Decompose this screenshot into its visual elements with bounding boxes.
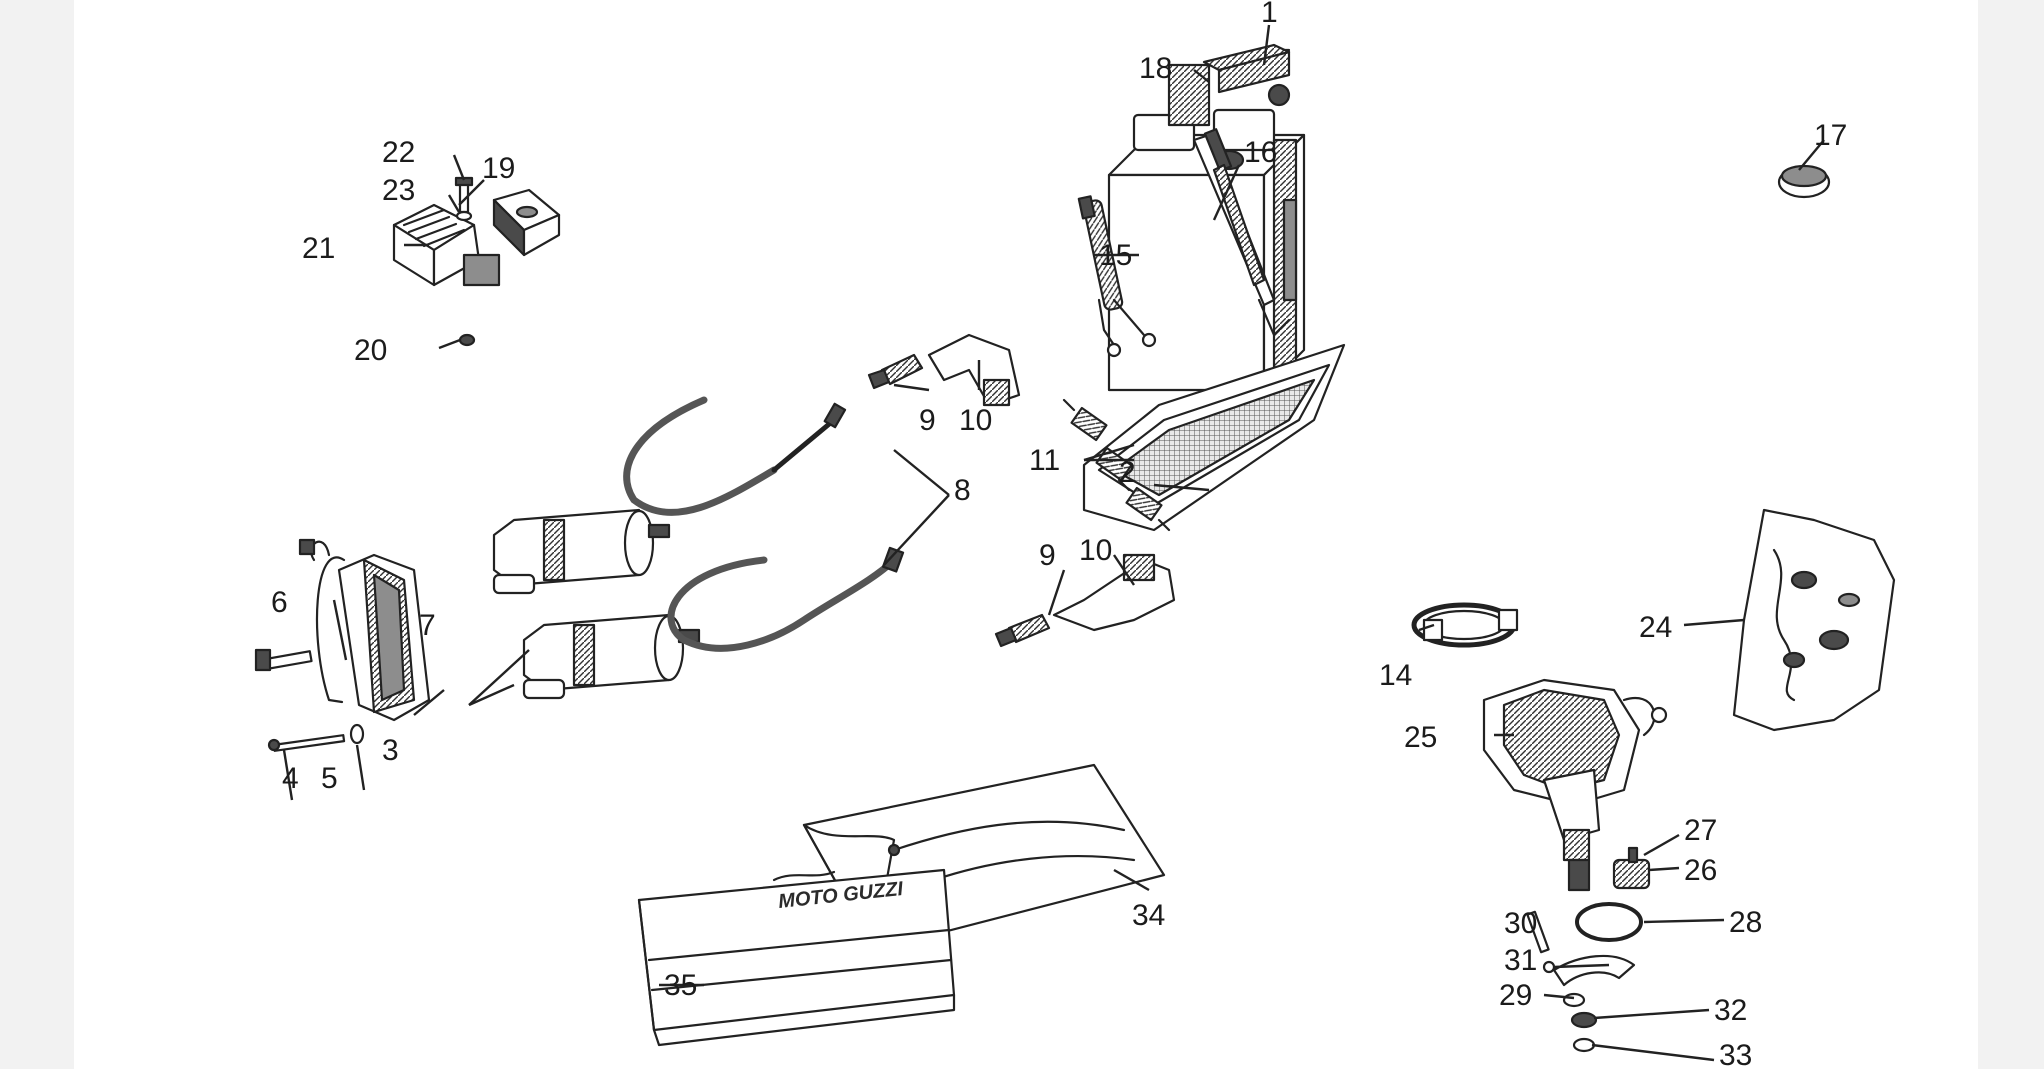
nut <box>458 333 476 347</box>
callout-5: 5 <box>321 762 338 795</box>
callout-7: 7 <box>419 609 436 642</box>
diagram-sheet: MOTO GUZZI <box>74 0 1978 1069</box>
callout-26: 26 <box>1684 854 1717 887</box>
battery-strap <box>1202 43 1291 94</box>
condenser <box>1612 846 1651 890</box>
bolt <box>254 648 313 672</box>
clip-group <box>1526 910 1636 1053</box>
callout-22: 22 <box>382 136 415 169</box>
callout-2: 2 <box>1119 456 1136 489</box>
owners-manual <box>637 868 956 1047</box>
callout-21: 21 <box>302 232 335 265</box>
callout-14: 14 <box>1379 659 1412 692</box>
callout-28: 28 <box>1729 906 1762 939</box>
callout-20: 20 <box>354 334 387 367</box>
long-screw <box>267 734 346 752</box>
spark-plug-lower <box>994 613 1051 648</box>
callout-9-lower: 9 <box>1039 539 1056 572</box>
plug-cap-lower <box>1052 553 1176 632</box>
callout-25: 25 <box>1404 721 1437 754</box>
callout-10-upper: 10 <box>959 404 992 437</box>
callout-19: 19 <box>482 152 515 185</box>
callout-11: 11 <box>1029 444 1060 477</box>
exploded-parts-diagram: MOTO GUZZI <box>254 0 1896 1069</box>
parts-bag <box>1732 508 1896 732</box>
callout-33: 33 <box>1719 1039 1752 1069</box>
alternator <box>298 538 431 722</box>
callout-34: 34 <box>1132 899 1165 932</box>
callout-8: 8 <box>954 474 971 507</box>
callout-4: 4 <box>282 762 299 795</box>
rectifier <box>392 203 501 287</box>
ht-lead-lower <box>667 546 905 652</box>
callout-32: 32 <box>1714 994 1747 1027</box>
callout-24: 24 <box>1639 611 1672 644</box>
ignition-coil-lower <box>522 613 701 700</box>
callout-1: 1 <box>1261 0 1278 29</box>
battery <box>1107 48 1306 392</box>
callout-9-upper: 9 <box>919 404 936 437</box>
callout-3: 3 <box>382 734 399 767</box>
o-ring <box>1575 902 1643 942</box>
callout-30: 30 <box>1504 907 1537 940</box>
distributor <box>1482 678 1668 892</box>
leader-lines <box>282 24 1825 1062</box>
callout-labels: 1 2 3 4 5 6 7 8 9 9 10 10 11 14 15 16 17… <box>271 0 1847 1069</box>
battery-cap <box>1777 164 1831 199</box>
connector-chain <box>1062 398 1171 532</box>
callout-29: 29 <box>1499 979 1532 1012</box>
hose-clamp <box>1411 602 1519 648</box>
battery-tray <box>1082 343 1346 532</box>
callout-6: 6 <box>271 586 288 619</box>
callout-16: 16 <box>1244 136 1277 169</box>
ignition-coil-upper <box>492 508 671 595</box>
plug-cap-upper <box>927 333 1021 407</box>
ht-lead-upper <box>623 396 847 516</box>
washer <box>455 210 473 222</box>
callout-18: 18 <box>1139 52 1172 85</box>
callout-27: 27 <box>1684 814 1717 847</box>
callout-35: 35 <box>664 969 697 1002</box>
callout-31: 31 <box>1504 944 1537 977</box>
callout-17: 17 <box>1814 119 1847 152</box>
voltage-regulator <box>492 188 561 257</box>
callout-10-lower: 10 <box>1079 534 1112 567</box>
small-washer <box>349 723 365 745</box>
callout-15: 15 <box>1099 239 1132 272</box>
spark-plug-upper <box>867 353 924 390</box>
callout-23: 23 <box>382 174 415 207</box>
